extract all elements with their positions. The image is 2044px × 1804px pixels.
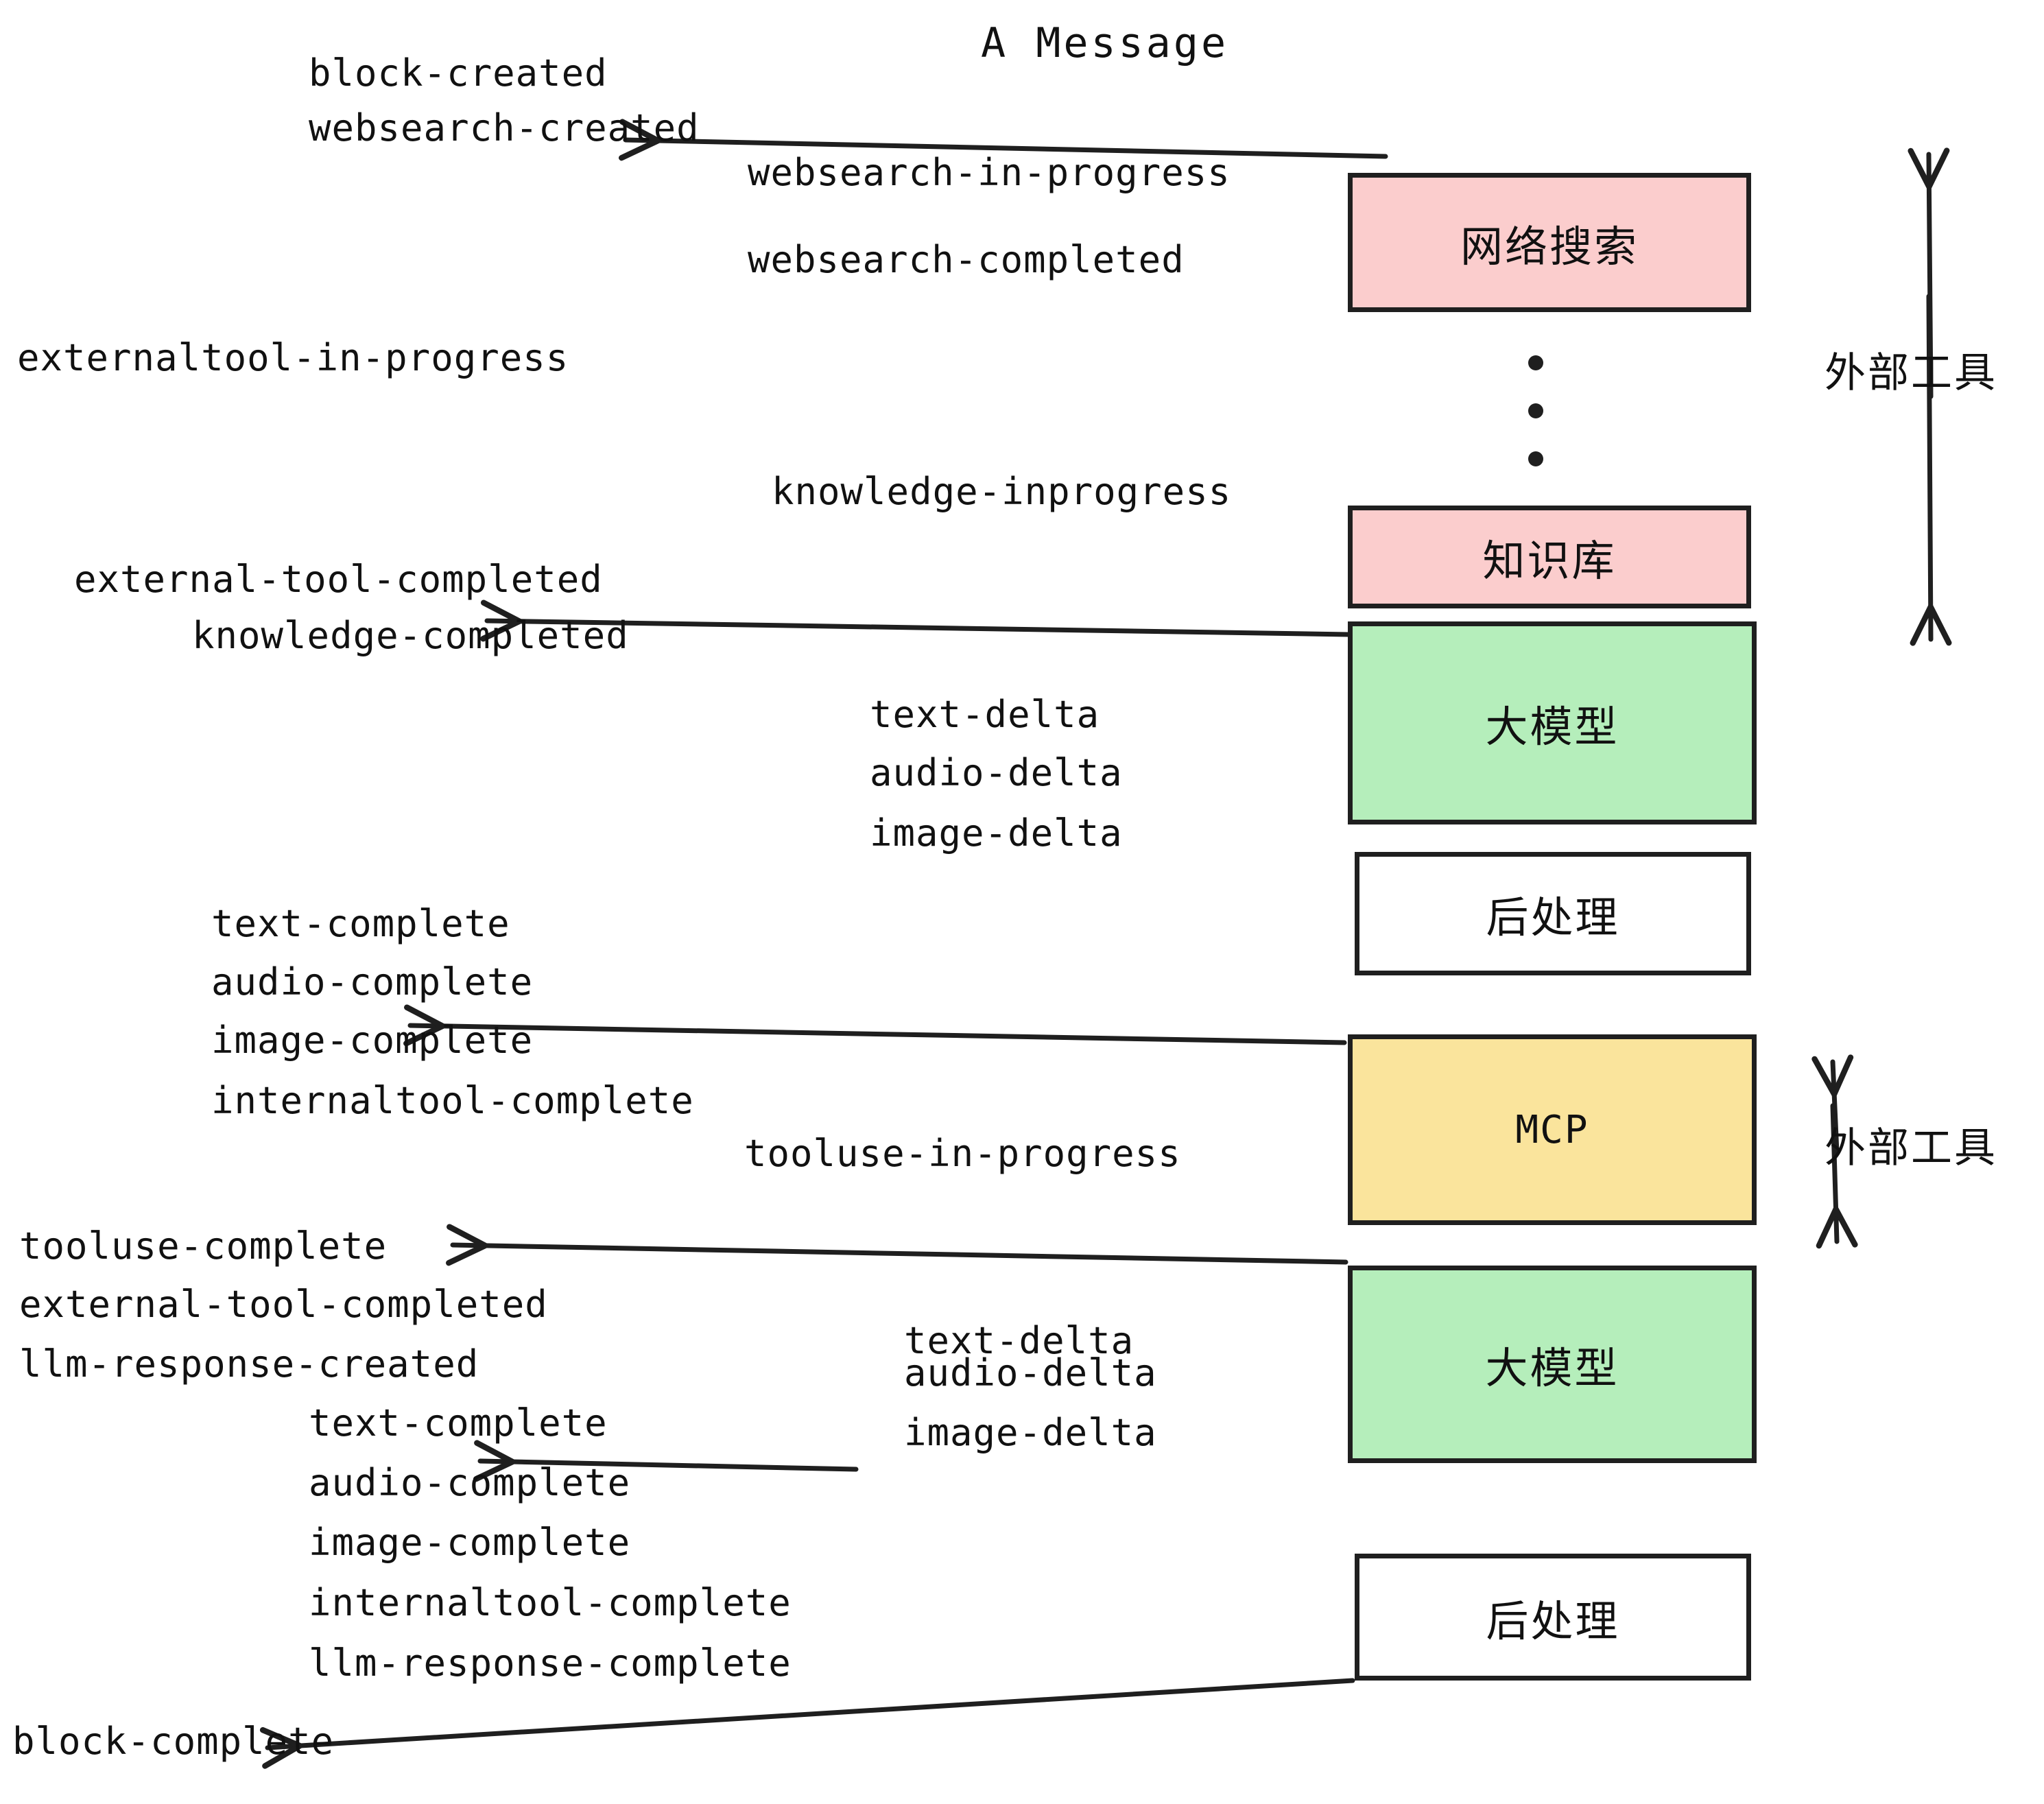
arrow-block-complete (259, 1678, 1355, 1769)
event-label-text-complete-2: text-complete (309, 1401, 608, 1445)
event-label-external-tool-completed-2: external-tool-completed (19, 1283, 548, 1326)
event-label-llm-response-created: llm-response-created (19, 1342, 479, 1386)
event-label-image-delta-1: image-delta (870, 811, 1123, 855)
node-label: MCP (1515, 1107, 1589, 1152)
ellipsis-dot-icon (1528, 403, 1543, 418)
event-label-llm-response-complete: llm-response-complete (309, 1641, 792, 1685)
event-label-image-complete-2: image-complete (309, 1521, 631, 1564)
node-label: 后处理 (1486, 1595, 1620, 1646)
event-label-block-complete: block-complete (12, 1720, 335, 1763)
event-label-image-delta-2: image-delta (904, 1411, 1157, 1454)
event-label-websearch-created: websearch-created (309, 106, 700, 150)
event-label-knowledge-completed: knowledge-completed (192, 614, 629, 657)
page-title: A Message (981, 19, 1229, 67)
node-mcp[interactable]: MCP (1348, 1034, 1757, 1225)
ellipsis-dot-icon (1528, 451, 1543, 466)
annotation-external-tools-bottom: 外部工具 (1825, 1124, 1997, 1172)
event-label-externaltool-in-progress: externaltool-in-progress (17, 336, 569, 379)
node-websearch[interactable]: 网络搜索 (1348, 173, 1751, 312)
node-label: 大模型 (1485, 702, 1619, 752)
node-label: 后处理 (1486, 892, 1620, 942)
node-llm-2[interactable]: 大模型 (1348, 1266, 1757, 1463)
node-label: 知识库 (1482, 536, 1617, 586)
event-label-internaltool-complete-2: internaltool-complete (309, 1581, 792, 1624)
event-label-tooluse-complete: tooluse-complete (19, 1224, 388, 1268)
node-label: 网络搜索 (1460, 221, 1639, 272)
arrow-image-complete (403, 1004, 1347, 1047)
ellipsis-dot-icon (1528, 355, 1543, 370)
event-label-text-complete-1: text-complete (211, 902, 510, 945)
arrow-tooluse-complete (446, 1224, 1348, 1266)
event-label-audio-delta-1: audio-delta (870, 751, 1123, 794)
event-label-audio-complete-2: audio-complete (309, 1461, 631, 1504)
node-llm-1[interactable]: 大模型 (1348, 621, 1757, 824)
node-knowledge[interactable]: 知识库 (1348, 506, 1751, 608)
event-label-websearch-completed: websearch-completed (748, 238, 1185, 281)
event-label-text-delta-1: text-delta (870, 693, 1100, 736)
node-postprocess-1[interactable]: 后处理 (1355, 852, 1751, 975)
node-postprocess-2[interactable]: 后处理 (1355, 1554, 1751, 1681)
event-label-external-tool-completed-1: external-tool-completed (74, 558, 603, 601)
event-label-knowledge-inprogress: knowledge-inprogress (772, 470, 1232, 513)
event-label-audio-delta-2: audio-delta (904, 1351, 1157, 1394)
event-label-image-complete-1: image-complete (211, 1019, 534, 1062)
event-label-tooluse-in-progress: tooluse-in-progress (744, 1132, 1181, 1175)
annotation-external-tools-top: 外部工具 (1825, 349, 1997, 397)
event-label-audio-complete-1: audio-complete (211, 960, 534, 1004)
event-label-websearch-in-progress: websearch-in-progress (748, 151, 1231, 194)
node-label: 大模型 (1485, 1343, 1619, 1393)
event-label-block-created: block-created (309, 51, 608, 95)
event-label-internaltool-complete-1: internaltool-complete (211, 1079, 694, 1122)
event-label-text-delta-2: text-delta (904, 1319, 1134, 1362)
